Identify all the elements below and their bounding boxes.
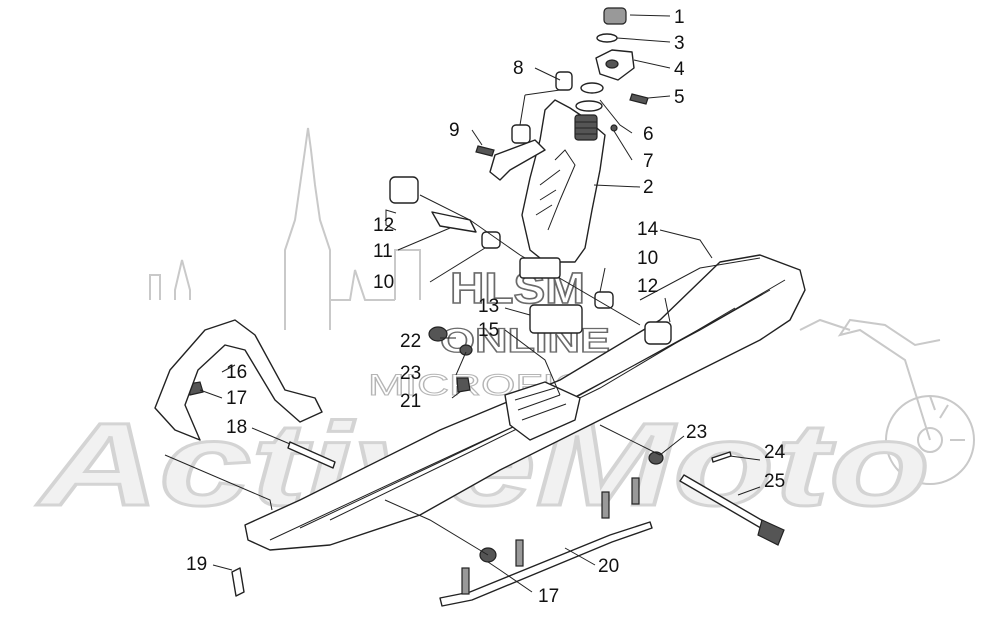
clamp-bolt (629, 93, 649, 105)
callout-4: 4 (674, 59, 685, 80)
callout-23b: 23 (686, 422, 707, 443)
wear-bar-pad (504, 257, 583, 441)
callout-18: 18 (226, 417, 247, 438)
bushing-10a (481, 231, 501, 249)
bolt-9 (475, 145, 495, 157)
bolts (231, 441, 785, 597)
callout-7: 7 (643, 151, 654, 172)
bolt-25-head (757, 519, 785, 546)
spacer-12a (389, 176, 419, 204)
callout-1: 1 (674, 7, 685, 28)
callout-16: 16 (226, 362, 247, 383)
callout-14: 14 (637, 219, 659, 240)
stud-2 (515, 539, 524, 567)
callout-3: 3 (674, 33, 685, 54)
callout-5: 5 (674, 87, 685, 108)
ski-handle (154, 319, 323, 441)
motorcycle-watermark (799, 318, 975, 485)
callouts: 1 3 4 5 8 9 6 7 2 12 11 10 14 10 12 13 1… (186, 7, 786, 607)
cap-plug (603, 7, 627, 25)
washer-22 (428, 326, 448, 342)
skag-runner (439, 477, 653, 607)
bushings (511, 71, 573, 144)
bolt-19 (231, 567, 245, 597)
callout-2: 2 (643, 177, 654, 198)
stud-1 (461, 567, 470, 595)
spindle (521, 99, 606, 263)
callout-17a: 17 (226, 388, 247, 409)
grease-fitting (610, 124, 618, 132)
callout-15: 15 (478, 320, 499, 341)
callout-13: 13 (478, 296, 499, 317)
shock-bolt-bracket (475, 139, 546, 181)
small-hardware (187, 326, 664, 563)
callout-21: 21 (400, 391, 421, 412)
pivot-parts (389, 176, 672, 345)
snap-ring (596, 33, 618, 43)
watermark: ActiveMoto HLSM ONLINE MICROFICHE (34, 127, 975, 533)
callout-6: 6 (643, 124, 654, 145)
callout-10a: 10 (373, 272, 394, 293)
callout-23a: 23 (400, 363, 421, 384)
washer-lower (575, 100, 603, 112)
top-cap-stack (575, 7, 649, 132)
callout-12a: 12 (373, 215, 394, 236)
washer-upper (580, 82, 604, 94)
bushing-lower (511, 124, 531, 144)
callout-22: 22 (400, 331, 421, 352)
leader-lines (164, 14, 761, 593)
callout-20: 20 (598, 556, 619, 577)
stud-3 (601, 491, 610, 519)
clamp-hole (605, 59, 619, 69)
callout-9: 9 (449, 120, 460, 141)
stud-4 (631, 477, 640, 505)
bushing-upper (555, 71, 573, 91)
bolt-18 (287, 441, 336, 469)
nut-21 (456, 377, 471, 393)
callout-10b: 10 (637, 248, 658, 269)
bushing-10b (594, 291, 614, 309)
callout-17b: 17 (538, 586, 559, 607)
callout-24: 24 (764, 442, 786, 463)
tube-11 (431, 211, 477, 233)
spindle-base (519, 257, 561, 279)
callout-12b: 12 (637, 276, 658, 297)
callout-8: 8 (513, 58, 524, 79)
washer-23a (459, 344, 473, 356)
callout-11: 11 (373, 241, 393, 262)
spacer-12b (644, 321, 672, 345)
mount-block (529, 304, 583, 334)
callout-19: 19 (186, 554, 207, 575)
callout-25: 25 (764, 471, 785, 492)
